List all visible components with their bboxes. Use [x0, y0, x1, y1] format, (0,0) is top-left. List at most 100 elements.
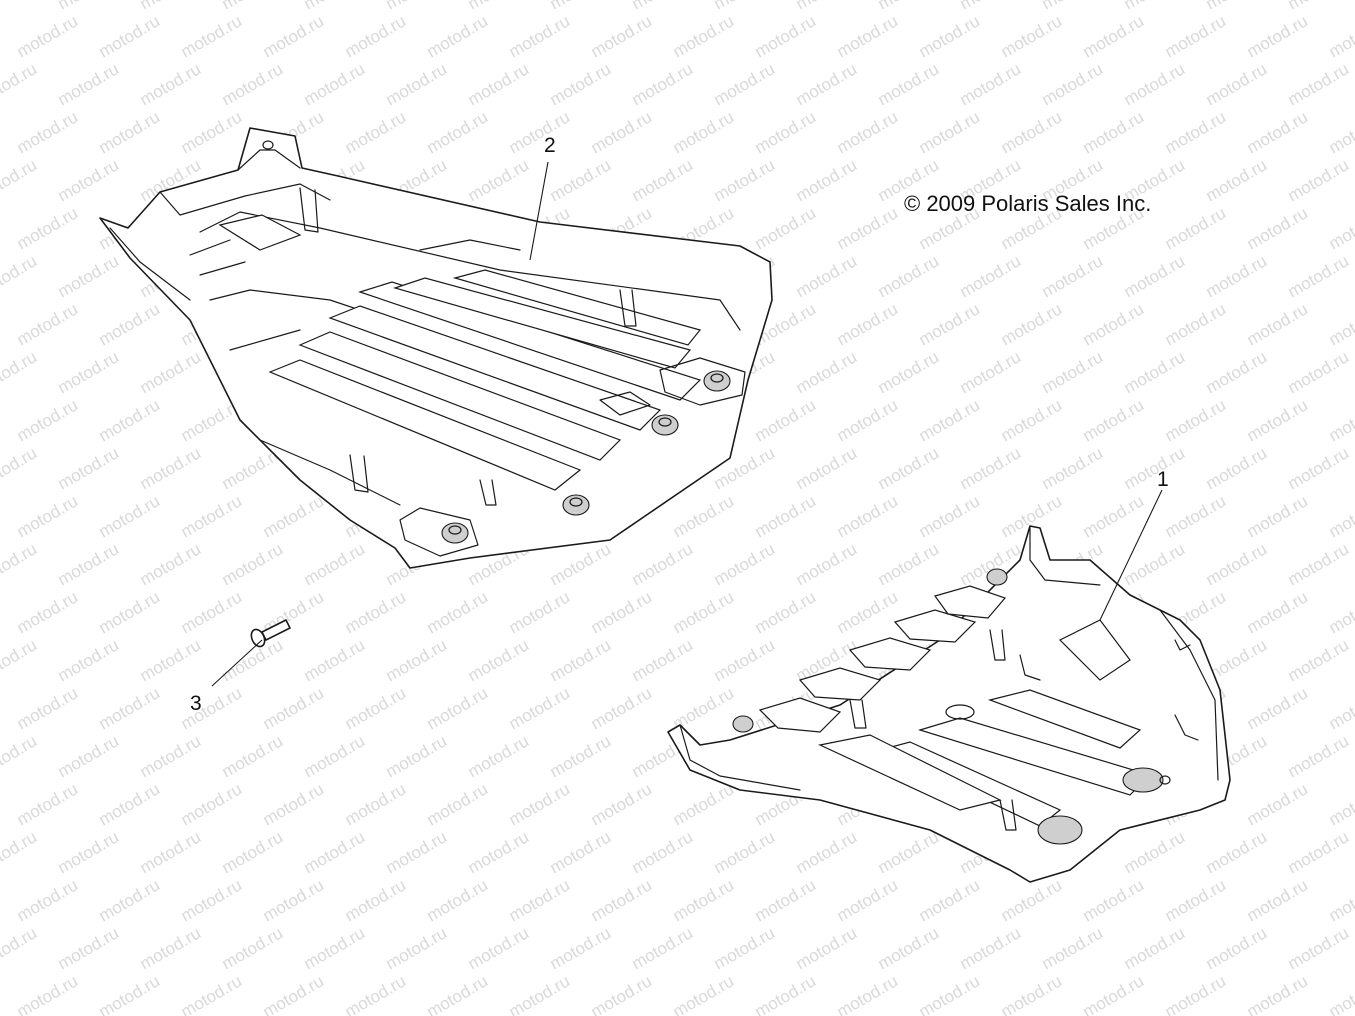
- watermark-text: motod.ru: [383, 923, 451, 973]
- watermark-text: motod.ru: [875, 347, 943, 397]
- callout-1-label: 1: [1157, 468, 1169, 491]
- watermark-text: motod.ru: [342, 587, 410, 637]
- watermark-text: motod.ru: [342, 875, 410, 925]
- watermark-text: motod.ru: [219, 923, 287, 973]
- watermark-text: motod.ru: [178, 971, 246, 1016]
- watermark-text: motod.ru: [752, 491, 820, 541]
- watermark-text: motod.ru: [96, 11, 164, 61]
- watermark-text: motod.ru: [55, 347, 123, 397]
- watermark-text: motod.ru: [260, 779, 328, 829]
- watermark-text: motod.ru: [547, 731, 615, 781]
- watermark-text: motod.ru: [465, 59, 533, 109]
- watermark-text: motod.ru: [957, 347, 1025, 397]
- watermark-text: motod.ru: [260, 875, 328, 925]
- watermark-text: motod.ru: [383, 827, 451, 877]
- watermark-text: motod.ru: [1162, 107, 1230, 157]
- watermark-text: motod.ru: [0, 923, 40, 973]
- watermark-text: motod.ru: [547, 59, 615, 109]
- watermark-text: motod.ru: [424, 683, 492, 733]
- watermark-text: motod.ru: [137, 347, 205, 397]
- watermark-text: motod.ru: [260, 683, 328, 733]
- watermark-text: motod.ru: [178, 779, 246, 829]
- watermark-text: motod.ru: [137, 827, 205, 877]
- watermark-text: motod.ru: [752, 875, 820, 925]
- watermark-text: motod.ru: [1285, 923, 1353, 973]
- watermark-text: motod.ru: [916, 11, 984, 61]
- watermark-text: motod.ru: [916, 395, 984, 445]
- watermark-text: motod.ru: [1244, 395, 1312, 445]
- watermark-text: motod.ru: [670, 107, 738, 157]
- watermark-text: motod.ru: [1285, 635, 1353, 685]
- watermark-text: motod.ru: [219, 59, 287, 109]
- watermark-text: motod.ru: [711, 59, 779, 109]
- watermark-text: motod.ru: [998, 11, 1066, 61]
- watermark-text: motod.ru: [424, 971, 492, 1016]
- watermark-text: motod.ru: [998, 971, 1066, 1016]
- watermark-text: motod.ru: [957, 0, 1025, 13]
- watermark-text: motod.ru: [0, 347, 40, 397]
- watermark-text: motod.ru: [137, 59, 205, 109]
- watermark-text: motod.ru: [998, 299, 1066, 349]
- watermark-text: motod.ru: [137, 731, 205, 781]
- watermark-text: motod.ru: [711, 0, 779, 13]
- watermark-text: motod.ru: [1285, 443, 1353, 493]
- watermark-text: motod.ru: [342, 971, 410, 1016]
- watermark-text: motod.ru: [1080, 395, 1148, 445]
- watermark-text: motod.ru: [1039, 0, 1107, 13]
- watermark-text: motod.ru: [834, 11, 902, 61]
- watermark-text: motod.ru: [916, 875, 984, 925]
- watermark-text: motod.ru: [55, 59, 123, 109]
- watermark-text: motod.ru: [834, 491, 902, 541]
- watermark-text: motod.ru: [1326, 779, 1355, 829]
- watermark-text: motod.ru: [1326, 203, 1355, 253]
- watermark-text: motod.ru: [711, 155, 779, 205]
- watermark-text: motod.ru: [1326, 395, 1355, 445]
- watermark-text: motod.ru: [55, 635, 123, 685]
- watermark-text: motod.ru: [588, 107, 656, 157]
- watermark-text: motod.ru: [834, 587, 902, 637]
- watermark-text: motod.ru: [219, 539, 287, 589]
- watermark-text: motod.ru: [875, 539, 943, 589]
- watermark-text: motod.ru: [219, 0, 287, 13]
- leader-line-3: [211, 639, 263, 687]
- watermark-text: motod.ru: [1162, 299, 1230, 349]
- watermark-text: motod.ru: [1326, 11, 1355, 61]
- watermark-text: motod.ru: [998, 107, 1066, 157]
- watermark-text: motod.ru: [1039, 923, 1107, 973]
- watermark-text: motod.ru: [1326, 971, 1355, 1016]
- watermark-text: motod.ru: [752, 971, 820, 1016]
- watermark-text: motod.ru: [506, 875, 574, 925]
- watermark-text: motod.ru: [1244, 203, 1312, 253]
- watermark-text: motod.ru: [793, 827, 861, 877]
- watermark-text: motod.ru: [1326, 875, 1355, 925]
- watermark-text: motod.ru: [14, 299, 82, 349]
- watermark-text: motod.ru: [711, 539, 779, 589]
- watermark-text: motod.ru: [834, 299, 902, 349]
- skid-plate-part-2: [99, 127, 773, 569]
- watermark-text: motod.ru: [383, 635, 451, 685]
- watermark-text: motod.ru: [342, 683, 410, 733]
- watermark-text: motod.ru: [793, 923, 861, 973]
- watermark-text: motod.ru: [1244, 11, 1312, 61]
- watermark-text: motod.ru: [14, 587, 82, 637]
- watermark-text: motod.ru: [1080, 11, 1148, 61]
- watermark-text: motod.ru: [629, 59, 697, 109]
- watermark-text: motod.ru: [260, 11, 328, 61]
- watermark-text: motod.ru: [793, 155, 861, 205]
- watermark-text: motod.ru: [301, 827, 369, 877]
- skid-plate-part-1: [667, 525, 1231, 883]
- watermark-text: motod.ru: [547, 155, 615, 205]
- watermark-text: motod.ru: [383, 59, 451, 109]
- watermark-text: motod.ru: [301, 0, 369, 13]
- watermark-text: motod.ru: [55, 155, 123, 205]
- watermark-text: motod.ru: [55, 539, 123, 589]
- watermark-text: motod.ru: [1244, 107, 1312, 157]
- watermark-text: motod.ru: [1162, 395, 1230, 445]
- watermark-text: motod.ru: [1285, 155, 1353, 205]
- watermark-text: motod.ru: [1285, 251, 1353, 301]
- watermark-text: motod.ru: [301, 731, 369, 781]
- watermark-text: motod.ru: [424, 779, 492, 829]
- watermark-text: motod.ru: [506, 11, 574, 61]
- watermark-text: motod.ru: [793, 251, 861, 301]
- watermark-text: motod.ru: [465, 155, 533, 205]
